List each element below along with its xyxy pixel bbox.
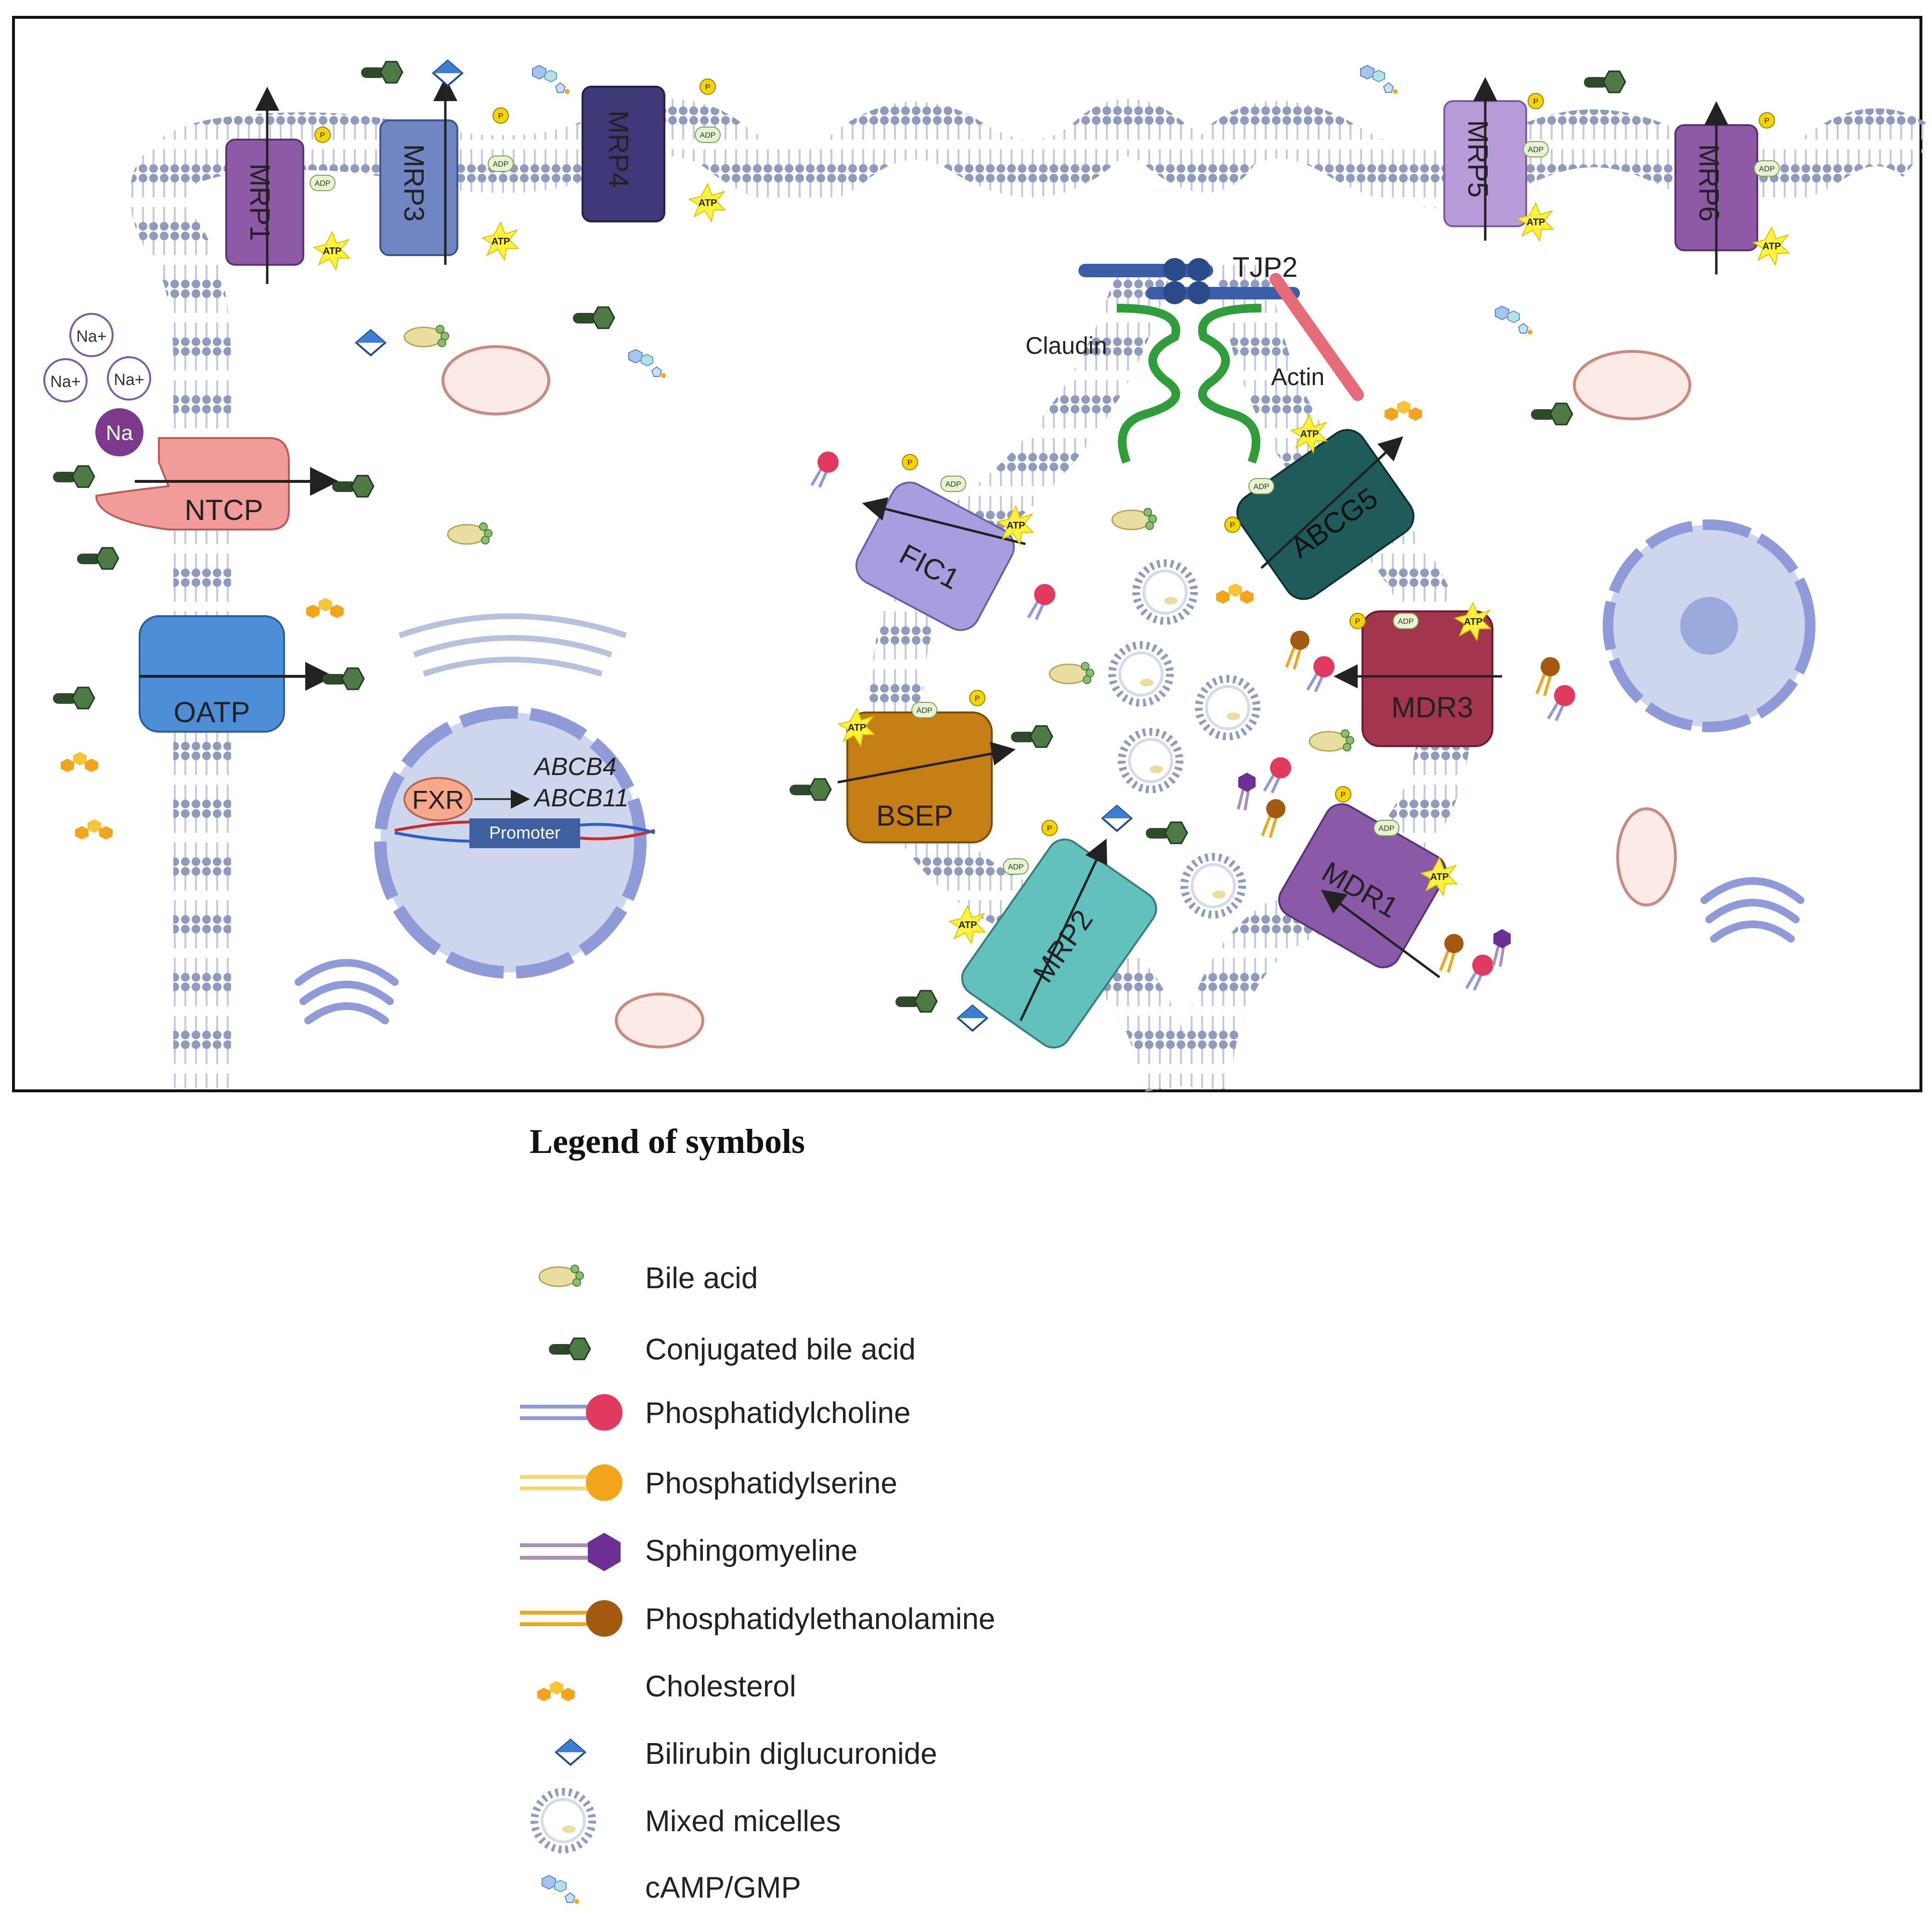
mixed-micelles-icon xyxy=(534,1792,592,1849)
abcg5-transporter: ABCG5 xyxy=(1224,414,1414,600)
mdr1-transporter: MDR1 xyxy=(1278,786,1457,979)
na-plus-ion xyxy=(107,356,151,401)
bile-acid-icon xyxy=(538,1264,584,1287)
mixed-micelle xyxy=(1184,857,1242,915)
fic1-transporter: FIC1 xyxy=(855,454,1034,631)
tjp2-label: TJP2 xyxy=(1232,252,1297,283)
promoter-label: Promoter xyxy=(489,823,560,842)
sodium-ions: Na+ Na+ Na+ Na xyxy=(43,313,151,456)
bilirubin-diglucuronide-icon xyxy=(555,1739,586,1766)
golgi xyxy=(295,959,399,1024)
abcb11-label: ABCB11 xyxy=(533,784,629,812)
mrp5-label: MRP5 xyxy=(1462,120,1493,197)
promoter-box xyxy=(469,818,580,848)
mitochondrion xyxy=(1616,807,1677,906)
legend-item-bile-acid: Bile acid xyxy=(645,1262,758,1295)
mrp3-label: MRP3 xyxy=(398,144,429,221)
tight-junction: TJP2 Claudin Actin xyxy=(1025,252,1364,464)
na-plus-ion xyxy=(69,313,114,357)
phosphatidylcholine-icon xyxy=(520,1394,622,1431)
abcb4-label: ABCB4 xyxy=(533,753,617,781)
mrp6-label: MRP6 xyxy=(1693,144,1725,221)
legend-item-cholesterol: Cholesterol xyxy=(645,1670,796,1703)
conjugated-bile-acid-icon xyxy=(548,1337,591,1360)
mdr3-label: MDR3 xyxy=(1391,691,1473,724)
actin-filament xyxy=(1270,273,1364,401)
mrp1-transporter: MRP1 xyxy=(225,87,350,284)
mitochondrion xyxy=(1573,350,1691,420)
right-nucleus xyxy=(1603,519,1815,732)
actin-label: Actin xyxy=(1271,363,1324,390)
legend-item-bilirubin-diglucuronide: Bilirubin diglucuronide xyxy=(645,1737,937,1771)
svg-text:Na+: Na+ xyxy=(114,371,144,389)
legend-item-phosphatidylethanolamine: Phosphatidylethanolamine xyxy=(645,1603,996,1636)
mrp4-label: MRP4 xyxy=(603,110,634,188)
legend-item-camp-gmp: cAMP/GMP xyxy=(645,1871,801,1904)
mrp3-transporter: MRP3 xyxy=(379,77,519,265)
legend-item-sphingomyeline: Sphingomyeline xyxy=(645,1534,858,1567)
claudin-strand xyxy=(1116,304,1180,464)
legend-item-phosphatidylcholine: Phosphatidylcholine xyxy=(645,1397,911,1430)
svg-text:Na+: Na+ xyxy=(76,327,106,346)
legend-title: Legend of symbols xyxy=(530,1122,805,1161)
mrp1-label: MRP1 xyxy=(244,163,275,241)
fxr-label: FXR xyxy=(412,786,464,815)
organelles xyxy=(295,345,1804,1048)
legend-item-conjugated-bile-acid: Conjugated bile acid xyxy=(645,1333,916,1366)
golgi xyxy=(1700,877,1804,943)
cholesterol-icon xyxy=(537,1681,575,1701)
phosphatidylethanolamine-icon xyxy=(520,1600,622,1637)
basolateral-top-membrane xyxy=(130,99,1932,1088)
mixed-micelle xyxy=(1199,679,1257,737)
mitochondrion xyxy=(615,993,704,1048)
svg-text:Na+: Na+ xyxy=(50,373,80,391)
oatp-transporter: OATP xyxy=(139,615,334,733)
oatp-label: OATP xyxy=(174,696,250,728)
svg-text:Na: Na xyxy=(106,421,133,445)
mitochondrion xyxy=(441,345,550,415)
nucleus: FXR Promoter ABCB4 ABCB11 xyxy=(374,613,655,979)
bsep-transporter: BSEP xyxy=(837,690,1016,843)
ntcp-label: NTCP xyxy=(184,494,263,526)
legend-icons xyxy=(520,1264,622,1904)
mixed-micelle xyxy=(1136,563,1194,621)
fxr-receptor xyxy=(403,777,473,821)
mixed-micelle xyxy=(1122,732,1180,789)
phosphatidylserine-icon xyxy=(520,1464,622,1501)
mrp6-transporter: MRP6 xyxy=(1674,101,1789,274)
legend-item-phosphatidylserine: Phosphatidylserine xyxy=(645,1467,897,1500)
mrp5-transporter: MRP5 xyxy=(1443,77,1554,241)
na-plus-ion xyxy=(43,358,88,402)
legend-item-mixed-micelles: Mixed micelles xyxy=(645,1805,841,1838)
ntcp-transporter: NTCP xyxy=(95,437,339,530)
sphingomyeline-icon xyxy=(520,1533,621,1571)
mdr3-transporter: MDR3 xyxy=(1334,602,1502,747)
camp-gmp-icon xyxy=(542,1875,580,1904)
bsep-label: BSEP xyxy=(876,800,953,832)
mrp2-transporter: MRP2 xyxy=(949,820,1157,1049)
mrp4-transporter: MRP4 xyxy=(582,78,726,222)
claudin-label: Claudin xyxy=(1025,332,1107,359)
mixed-micelle xyxy=(1112,645,1170,703)
na-ion xyxy=(95,408,143,456)
